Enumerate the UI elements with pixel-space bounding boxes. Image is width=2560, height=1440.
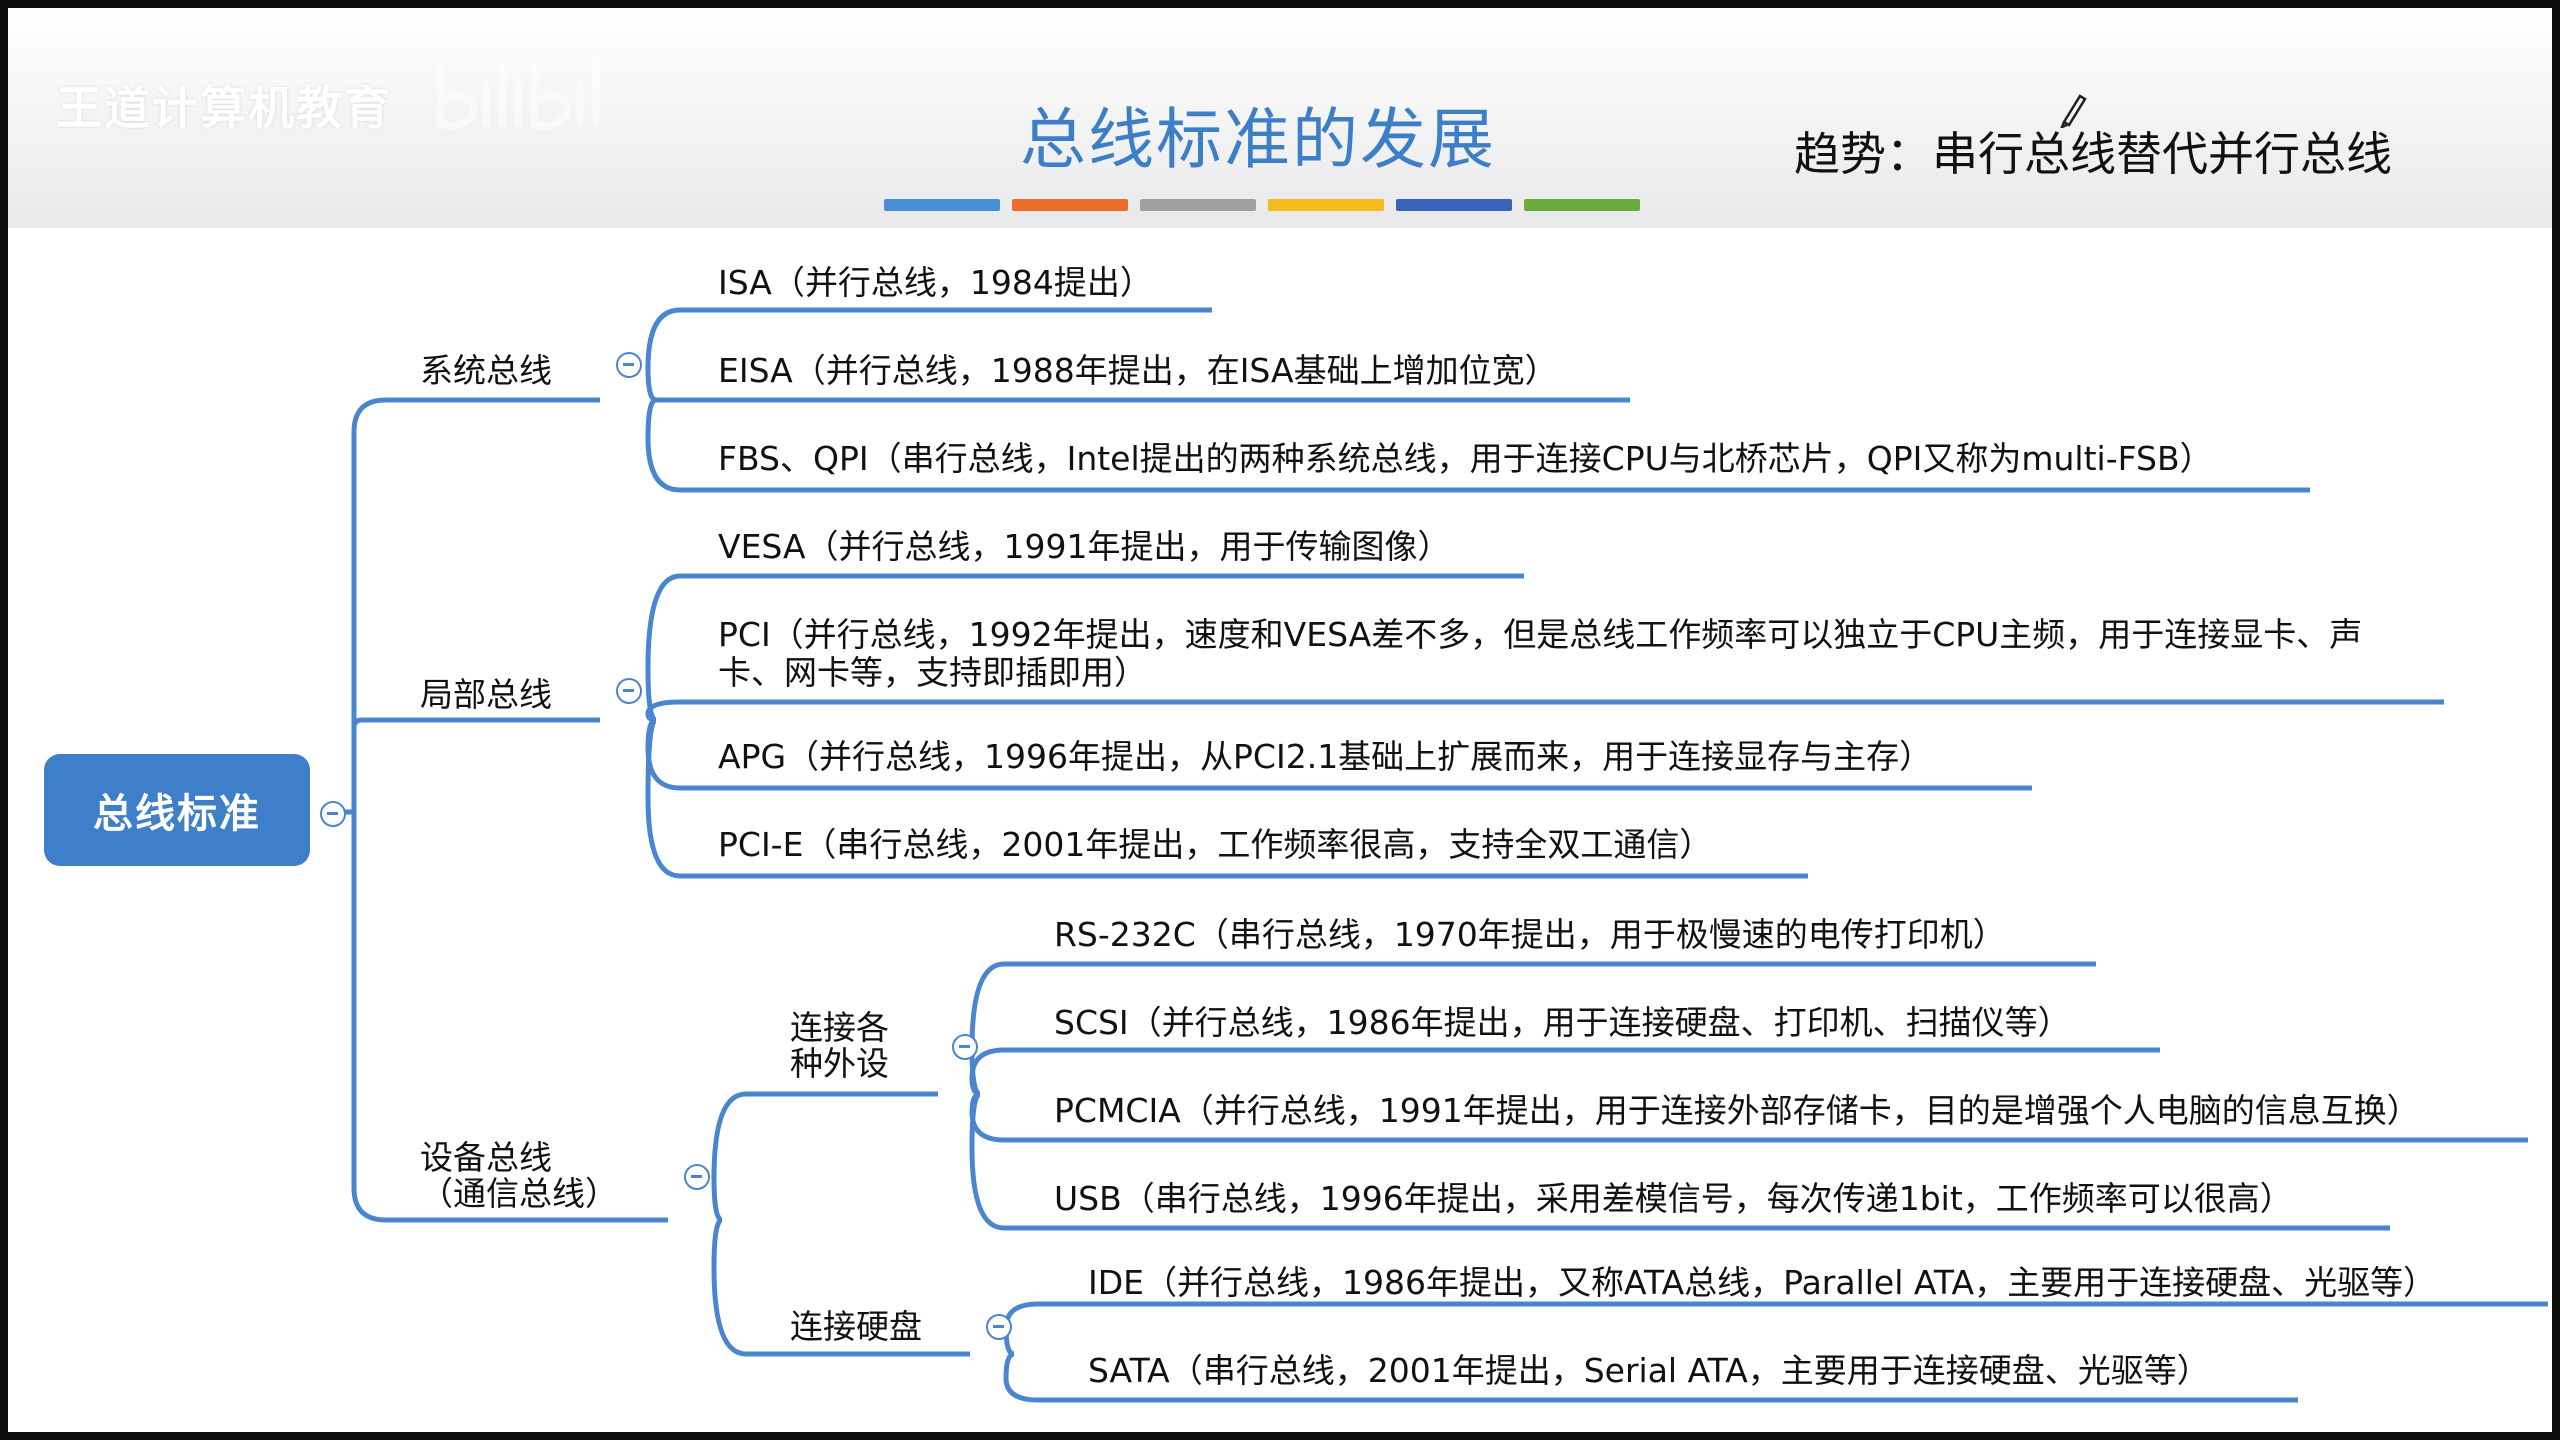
collapse-peripherals-icon[interactable]: [952, 1034, 978, 1060]
leaf-usb[interactable]: USB（串行总线，1996年提出，采用差模信号，每次传递1bit，工作频率可以很…: [1054, 1179, 2293, 1218]
page-title: 总线标准的发展: [1020, 101, 1496, 178]
leaf-rs-232c[interactable]: RS-232C（串行总线，1970年提出，用于极慢速的电传打印机）: [1054, 915, 2006, 954]
branch-device-bus[interactable]: 设备总线 （通信总线）: [420, 1140, 618, 1212]
leaf-vesa[interactable]: VESA（并行总线，1991年提出，用于传输图像）: [718, 527, 1451, 566]
slide: 王道计算机教育 总线标准的发展 趋势：串行总线替代并行总线: [8, 8, 2552, 1432]
collapse-hard-disk-icon[interactable]: [986, 1314, 1012, 1340]
leaf-ide[interactable]: IDE（并行总线，1986年提出，又称ATA总线，Parallel ATA，主要…: [1088, 1263, 2437, 1302]
leaf-scsi[interactable]: SCSI（并行总线，1986年提出，用于连接硬盘、打印机、扫描仪等）: [1054, 1003, 2071, 1042]
leaf-apg[interactable]: APG（并行总线，1996年提出，从PCI2.1基础上扩展而来，用于连接显存与主…: [718, 737, 1933, 776]
collapse-system-bus-icon[interactable]: [616, 352, 642, 378]
collapse-root-icon[interactable]: [320, 801, 346, 827]
leaf-isa[interactable]: ISA（并行总线，1984提出）: [718, 263, 1153, 302]
subbranch-peripherals-line2: 种外设: [790, 1044, 889, 1083]
collapse-local-bus-icon[interactable]: [616, 678, 642, 704]
leaf-pci-e[interactable]: PCI-E（串行总线，2001年提出，工作频率很高，支持全双工通信）: [718, 825, 1713, 864]
color-bar-segment: [1396, 199, 1512, 211]
mindmap-connectors: [338, 307, 2548, 1403]
branch-local-bus[interactable]: 局部总线: [420, 675, 552, 714]
leaf-fbs-qpi[interactable]: FBS、QPI（串行总线，Intel提出的两种系统总线，用于连接CPU与北桥芯片…: [718, 439, 2213, 478]
color-bar-segment: [1268, 199, 1384, 211]
leaf-pci[interactable]: PCI（并行总线，1992年提出，速度和VESA差不多，但是总线工作频率可以独立…: [718, 615, 2363, 692]
watermark-text: 王道计算机教育: [56, 81, 392, 135]
color-bar-segment: [1140, 199, 1256, 211]
color-bar-segment: [1012, 199, 1128, 211]
trend-note: 趋势：串行总线替代并行总线: [1794, 127, 2392, 181]
color-bar-segment: [1524, 199, 1640, 211]
pen-annotation-icon: [2060, 94, 2087, 128]
leaf-sata[interactable]: SATA（串行总线，2001年提出，Serial ATA，主要用于连接硬盘、光驱…: [1088, 1351, 2210, 1390]
subbranch-peripherals-line1: 连接各: [790, 1008, 889, 1047]
branch-system-bus[interactable]: 系统总线: [420, 351, 552, 390]
color-bar-segment: [884, 199, 1000, 211]
title-color-bar: [884, 199, 1654, 211]
collapse-device-bus-icon[interactable]: [684, 1164, 710, 1190]
leaf-pcmcia[interactable]: PCMCIA（并行总线，1991年提出，用于连接外部存储卡，目的是增强个人电脑的…: [1054, 1091, 2420, 1130]
subbranch-peripherals[interactable]: 连接各 种外设: [790, 1010, 889, 1082]
leaf-eisa[interactable]: EISA（并行总线，1988年提出，在ISA基础上增加位宽）: [718, 351, 1558, 390]
slide-header: 王道计算机教育 总线标准的发展 趋势：串行总线替代并行总线: [8, 8, 2552, 228]
branch-device-bus-line2: （通信总线）: [420, 1174, 618, 1213]
branch-device-bus-line1: 设备总线: [420, 1138, 552, 1177]
root-node[interactable]: 总线标准: [44, 754, 310, 866]
subbranch-hard-disk[interactable]: 连接硬盘: [790, 1307, 922, 1346]
bilibili-logo-icon: [436, 60, 600, 130]
